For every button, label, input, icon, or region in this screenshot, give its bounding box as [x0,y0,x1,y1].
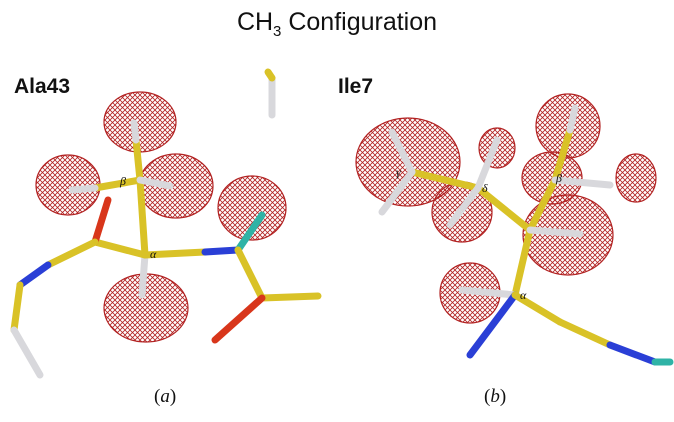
density-mesh [217,175,287,241]
panel-b-label: Ile7 [338,75,374,98]
atom-label: α [520,288,527,302]
caption-a: (a) [154,386,177,407]
bonds-a [10,68,322,379]
bonds-b [378,104,674,366]
atom-label: α [150,247,157,261]
panel-a-label: Ala43 [14,75,71,98]
atom-label: β [119,174,126,188]
density-mesh [615,153,657,203]
figure-title: CH3 Configuration [236,8,438,40]
atom-label: γ [396,165,401,179]
atom-label: β [555,171,562,185]
caption-b: (b) [484,386,507,407]
atom-label: δ [482,181,488,195]
